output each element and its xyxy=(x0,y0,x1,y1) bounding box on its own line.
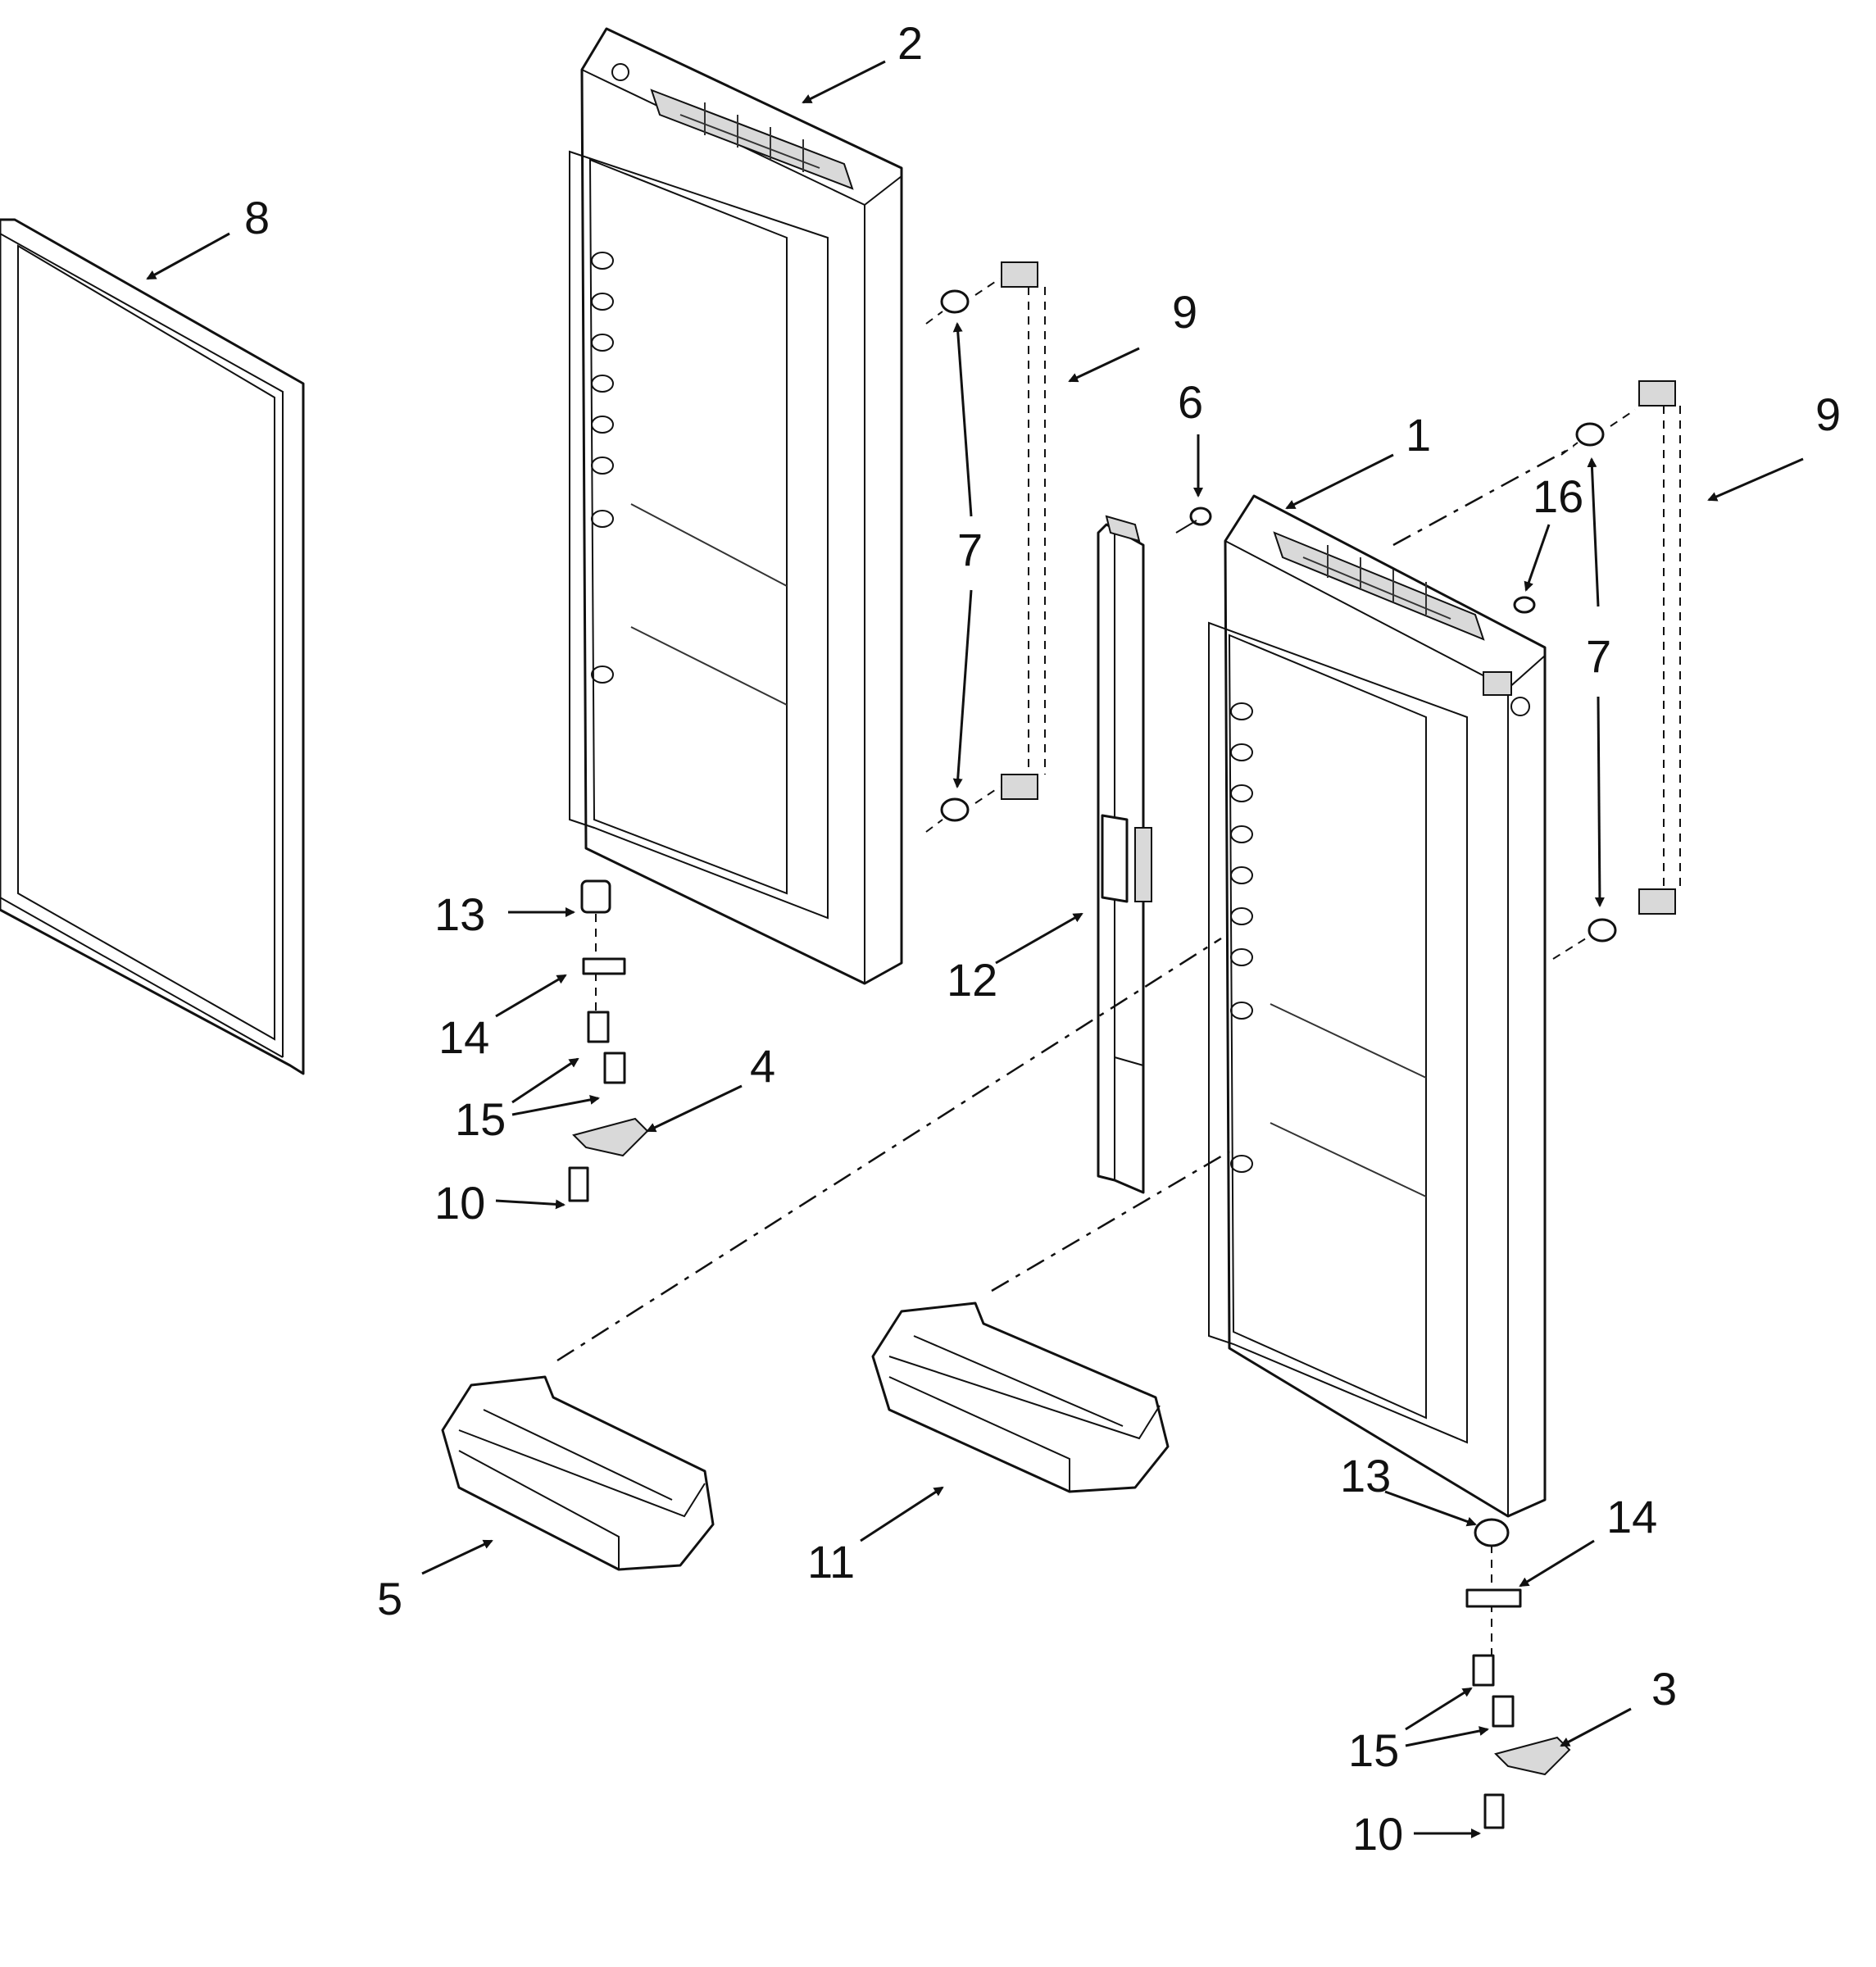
callout-1: 1 xyxy=(1406,409,1431,461)
shelf-supports-left xyxy=(591,252,614,684)
callout-7-right: 7 xyxy=(1586,630,1611,682)
callout-10-right: 10 xyxy=(1352,1808,1403,1860)
callout-13-left: 13 xyxy=(434,888,485,940)
screw-6 xyxy=(1175,507,1212,534)
callout-8: 8 xyxy=(244,192,270,243)
callout-13-right: 13 xyxy=(1340,1450,1391,1501)
callout-15-left: 15 xyxy=(455,1093,506,1145)
assembly-line-5 xyxy=(556,937,1222,1362)
right-door xyxy=(1208,494,1547,1518)
callout-6: 6 xyxy=(1178,376,1203,428)
callout-14-right: 14 xyxy=(1606,1491,1657,1542)
callout-4: 4 xyxy=(750,1040,775,1092)
mullion-flip xyxy=(1097,515,1152,1194)
callout-3: 3 xyxy=(1651,1663,1677,1715)
left-door xyxy=(569,27,903,985)
callout-11: 11 xyxy=(807,1536,855,1588)
callout-14-left: 14 xyxy=(438,1011,489,1063)
hinge-stack-left xyxy=(568,879,649,1202)
plug-16 xyxy=(1513,596,1536,614)
callout-10-left: 10 xyxy=(434,1177,485,1229)
callout-12: 12 xyxy=(947,954,997,1006)
shelf-supports-right xyxy=(1230,702,1253,1173)
door-bin-11 xyxy=(871,1301,1170,1493)
callout-2: 2 xyxy=(897,17,923,69)
door-bin-5 xyxy=(441,1375,715,1571)
callout-9-right: 9 xyxy=(1815,388,1841,440)
callout-7-left: 7 xyxy=(957,524,983,575)
door-closure-left xyxy=(925,261,1046,833)
assembly-line-11 xyxy=(991,1150,1230,1292)
callout-9-left: 9 xyxy=(1172,286,1197,338)
callout-5: 5 xyxy=(377,1573,402,1624)
leader-arrows xyxy=(146,60,1804,1838)
door-closure-right xyxy=(1392,380,1681,960)
door-gasket xyxy=(0,218,305,1075)
callout-15-right: 15 xyxy=(1348,1724,1399,1776)
hinge-stack-right xyxy=(1465,1518,1571,1829)
callout-16: 16 xyxy=(1533,470,1583,522)
